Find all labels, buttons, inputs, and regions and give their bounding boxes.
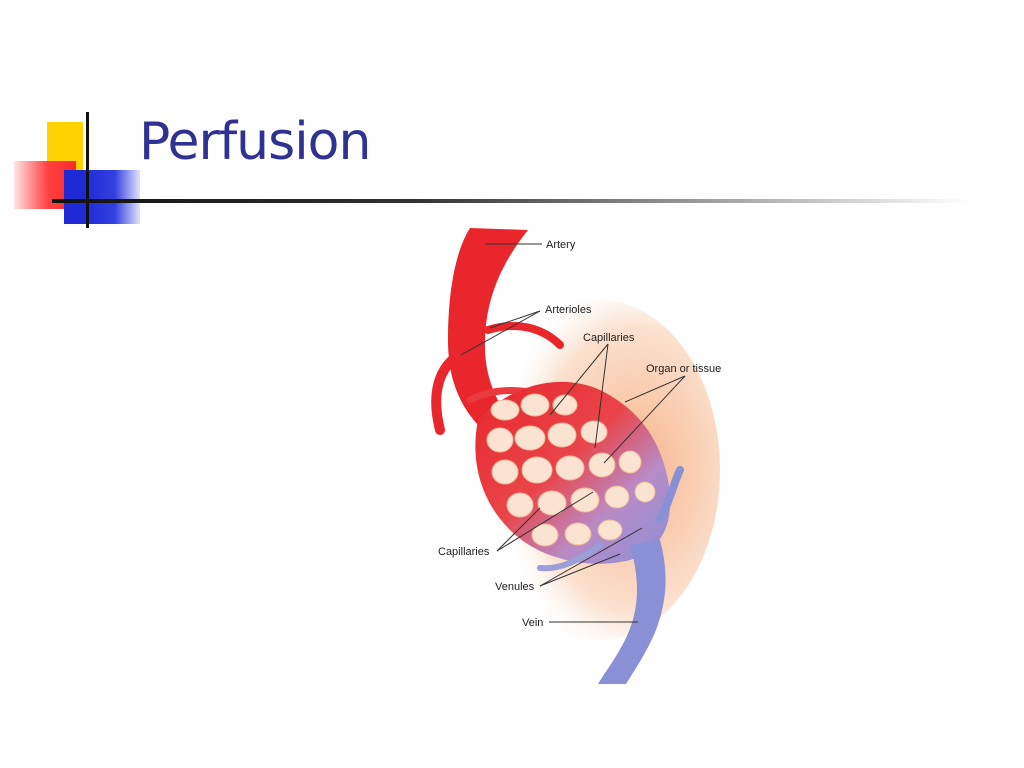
title-rule bbox=[52, 199, 970, 203]
artery-vessel bbox=[448, 228, 528, 425]
capillary-mesh bbox=[486, 393, 656, 547]
decor-vertical-line bbox=[86, 112, 89, 228]
venule-branch bbox=[656, 466, 684, 524]
label-vein: Vein bbox=[522, 617, 543, 629]
leader-lines bbox=[460, 243, 686, 623]
venule-branch bbox=[537, 542, 603, 572]
slide-title: Perfusion bbox=[139, 112, 371, 172]
label-organ-tissue: Organ or tissue bbox=[646, 363, 721, 375]
vein-vessel bbox=[598, 540, 666, 684]
label-venules: Venules bbox=[495, 581, 535, 593]
label-arterioles: Arterioles bbox=[545, 304, 592, 316]
label-capillaries-bottom: Capillaries bbox=[438, 546, 490, 558]
label-capillaries-top: Capillaries bbox=[583, 332, 635, 344]
label-artery: Artery bbox=[546, 239, 576, 251]
arteriole-branch bbox=[484, 321, 564, 349]
decor-blue-square bbox=[64, 170, 84, 224]
decor-blue-gradient bbox=[84, 170, 140, 224]
arteriole-branch bbox=[431, 345, 475, 435]
